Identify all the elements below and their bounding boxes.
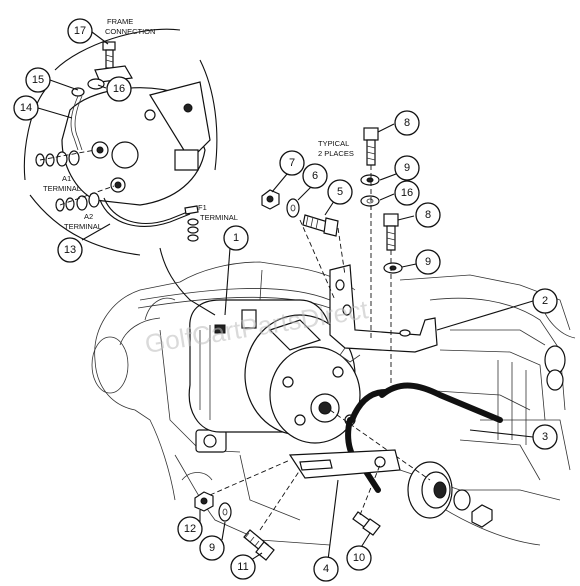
callout-9-lower: 9: [199, 535, 225, 561]
callout-11: 11: [230, 554, 256, 580]
svg-text:2: 2: [542, 295, 548, 307]
callout-4: 4: [313, 556, 339, 582]
washer-9-lower: [218, 502, 232, 522]
svg-text:7: 7: [289, 157, 295, 169]
svg-text:4: 4: [323, 563, 329, 575]
engine-frame-background: [91, 261, 576, 546]
svg-text:13: 13: [64, 244, 76, 256]
svg-text:6: 6: [312, 170, 318, 182]
f1-wire: [159, 247, 216, 316]
svg-text:3: 3: [542, 431, 548, 443]
callouts: 17 15 16 14 13 1 8 9 16 8 9 7 6 5 2 3 12…: [13, 18, 558, 582]
bolt-11: [243, 529, 275, 561]
svg-text:8: 8: [404, 117, 410, 129]
label-f1-1: F1: [198, 203, 207, 212]
label-frame-connection-1: FRAME: [107, 17, 133, 26]
svg-text:8: 8: [425, 209, 431, 221]
callout-14: 14: [13, 95, 39, 121]
label-a1-1: A1: [62, 174, 71, 183]
callout-5: 5: [327, 179, 353, 205]
svg-text:17: 17: [74, 25, 86, 37]
drive-belt-lower: [349, 389, 388, 423]
svg-text:9: 9: [209, 542, 215, 554]
label-f1-2: TERMINAL: [200, 213, 238, 222]
label-a2-1: A2: [84, 212, 93, 221]
svg-text:10: 10: [353, 552, 365, 564]
bolt-10: [352, 511, 381, 536]
svg-text:15: 15: [32, 74, 44, 86]
bolt-8-upper: [363, 127, 379, 166]
leader-lines: [37, 31, 534, 563]
callout-3: 3: [532, 424, 558, 450]
callout-16-inset: 16: [106, 76, 132, 102]
washer-16: [360, 195, 380, 207]
svg-text:9: 9: [425, 256, 431, 268]
svg-text:11: 11: [237, 561, 248, 573]
callout-10: 10: [346, 545, 372, 571]
callout-9-middle: 9: [415, 249, 441, 275]
lower-mounting-bracket: [288, 449, 401, 479]
label-a2-2: TERMINAL: [64, 222, 102, 231]
label-typical-2: 2 PLACES: [318, 149, 354, 158]
svg-text:12: 12: [184, 523, 196, 535]
label-a1-2: TERMINAL: [43, 184, 81, 193]
washer-6: [286, 198, 300, 218]
starter-generator: [188, 269, 361, 444]
callout-17: 17: [67, 18, 93, 44]
label-frame-connection-2: CONNECTION: [105, 27, 155, 36]
bolt-8-lower: [383, 213, 399, 251]
callout-8-lower: 8: [415, 202, 441, 228]
svg-text:1: 1: [233, 232, 239, 244]
svg-text:16: 16: [113, 83, 125, 95]
callout-7: 7: [279, 150, 305, 176]
terminal-detail-inset: [23, 28, 218, 256]
svg-text:16: 16: [401, 187, 413, 199]
svg-text:5: 5: [337, 186, 343, 198]
callout-2: 2: [532, 288, 558, 314]
callout-13: 13: [57, 237, 83, 263]
callout-9-upper: 9: [394, 155, 420, 181]
bolt-5: [302, 214, 339, 237]
callout-8-upper: 8: [394, 110, 420, 136]
svg-text:14: 14: [20, 102, 32, 114]
callout-1: 1: [223, 225, 249, 251]
callout-12: 12: [177, 516, 203, 542]
svg-text:9: 9: [404, 162, 410, 174]
callout-6: 6: [302, 163, 328, 189]
label-typical-1: TYPICAL: [318, 139, 349, 148]
callout-16: 16: [394, 180, 420, 206]
callout-15: 15: [25, 67, 51, 93]
upper-mounting-bracket: [329, 264, 438, 363]
